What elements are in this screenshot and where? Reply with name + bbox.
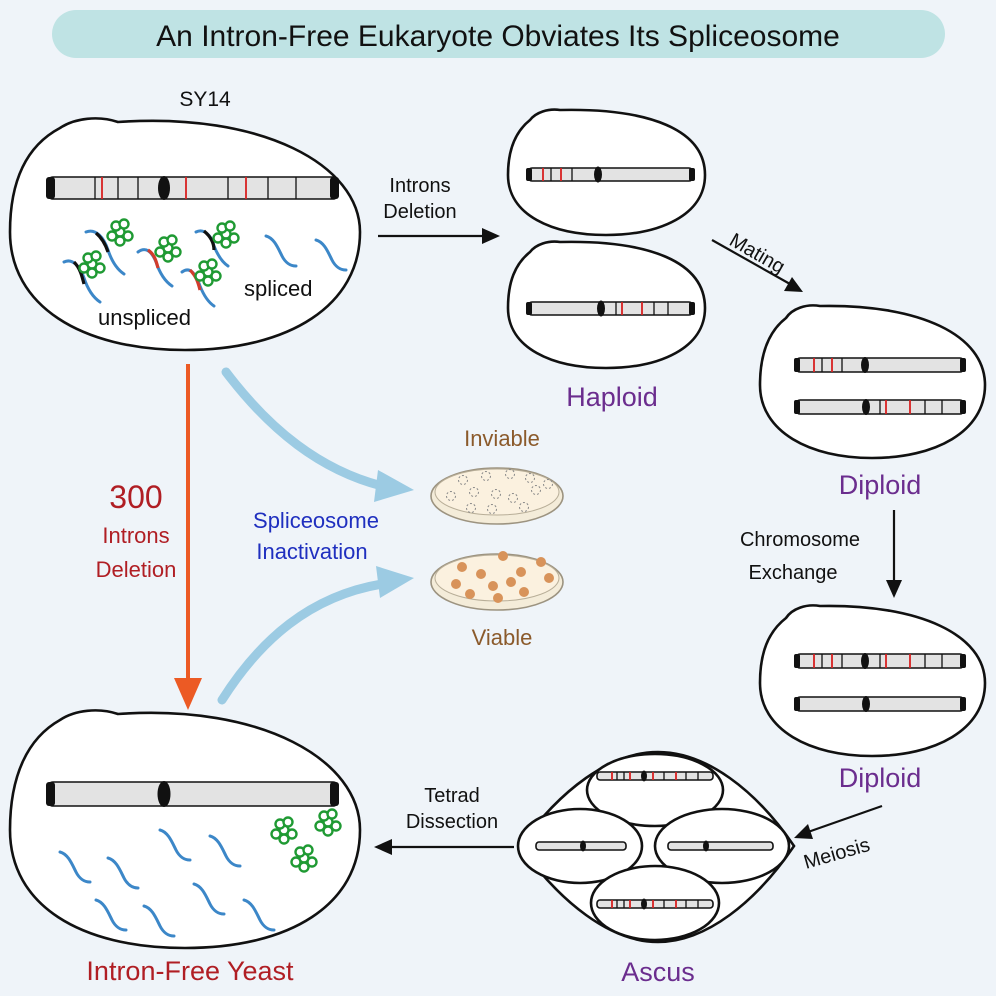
spliceosome-icon <box>106 218 134 247</box>
unspliced-rna-1 <box>84 218 134 276</box>
spliceosome-icon <box>290 844 318 873</box>
introns-deletion-line1: Introns <box>389 175 450 197</box>
spliced-rna <box>106 856 140 890</box>
diploid-cell-2 <box>758 604 987 758</box>
arrow-head-icon <box>784 277 803 292</box>
diploid-label-2: Diploid <box>839 763 922 793</box>
bulk-deletion-line1: Introns <box>102 523 169 548</box>
spliceosome-inactivation-line2: Inactivation <box>256 539 367 564</box>
haploid-chromosome-2 <box>526 300 695 317</box>
spliceosome-icon <box>194 258 222 287</box>
spliced-rna <box>192 882 226 916</box>
spliceosome-icon <box>270 816 298 845</box>
introns-deletion-line2: Deletion <box>383 201 456 223</box>
meiosis-step: Meiosis <box>794 804 883 874</box>
spliced-rna <box>208 834 242 868</box>
viable-label: Viable <box>472 625 533 650</box>
introns-deletion-step: Introns Deletion <box>378 175 500 244</box>
haploid-label: Haploid <box>566 382 658 412</box>
spliceosome-icon <box>314 808 342 837</box>
intron-count: 300 <box>109 479 162 515</box>
sy14-chromosome <box>46 176 339 200</box>
chromosome-exchange-line1: Chromosome <box>740 529 860 551</box>
unspliced-rna-2 <box>136 234 182 288</box>
inviable-plate <box>430 467 564 525</box>
haploid-chromosome-1 <box>526 166 695 183</box>
dead-colonies <box>446 469 553 514</box>
intron-free-chromosome <box>46 781 339 807</box>
diploid-1-chromosome-b <box>794 399 966 415</box>
tetrad-dissection-line2: Dissection <box>406 811 498 833</box>
arrow-head-icon <box>376 566 414 598</box>
sy14-cell: unspliced spliced <box>8 117 362 352</box>
bulk-deletion-line2: Deletion <box>96 557 177 582</box>
unspliced-rna-3 <box>194 220 240 268</box>
intron-free-yeast-cell <box>8 709 362 950</box>
arrow-head-icon <box>374 470 414 502</box>
diploid-1-chromosome-a <box>794 357 966 373</box>
living-colonies <box>451 551 554 603</box>
spliceosome-icon <box>78 250 106 279</box>
spliced-rna <box>158 828 192 862</box>
spliceosome-icon <box>212 220 240 249</box>
title-banner: An Intron-Free Eukaryote Obviates Its Sp… <box>52 10 945 58</box>
spliced-rna <box>94 898 128 932</box>
chromosome-exchange-line2: Exchange <box>749 562 838 584</box>
unspliced-rna-4 <box>62 250 106 304</box>
ascus <box>516 750 796 944</box>
haploid-cell-bottom <box>506 240 707 370</box>
mating-step: Mating <box>711 229 803 292</box>
unspliced-rna-5 <box>180 258 222 308</box>
diploid-label-1: Diploid <box>839 470 922 500</box>
arrow-head-icon <box>174 678 202 710</box>
chromosome-exchange-step: Chromosome Exchange <box>740 510 902 598</box>
unspliced-label: unspliced <box>98 305 191 330</box>
spliced-rna <box>264 234 298 268</box>
arrow-head-icon <box>374 839 392 855</box>
spore-chromosome <box>596 898 714 910</box>
strain-label: SY14 <box>179 88 231 111</box>
inviable-label: Inviable <box>464 426 540 451</box>
spore-chromosome <box>596 770 714 782</box>
spliced-rna <box>242 898 276 932</box>
arrow-head-icon <box>886 580 902 598</box>
diploid-2-chromosome-b <box>794 696 966 712</box>
tetrad-dissection-step: Tetrad Dissection <box>374 785 514 855</box>
spliced-rna <box>142 904 176 938</box>
spliceosome-inactivation-step: Spliceosome Inactivation <box>217 367 414 705</box>
diploid-2-chromosome-a <box>794 653 966 669</box>
viable-plate <box>430 551 564 611</box>
spliced-rna <box>314 238 348 272</box>
tetrad-dissection-line1: Tetrad <box>424 785 480 807</box>
page-title: An Intron-Free Eukaryote Obviates Its Sp… <box>156 20 840 53</box>
arrow-head-icon <box>794 824 813 839</box>
meiosis-label: Meiosis <box>801 834 872 874</box>
haploid-cell-top <box>506 108 707 237</box>
ascus-label: Ascus <box>621 957 695 987</box>
diploid-cell-1 <box>758 304 987 460</box>
spore-chromosome <box>535 840 627 852</box>
bulk-deletion-step: 300 Introns Deletion <box>96 364 202 710</box>
intron-free-yeast-label: Intron-Free Yeast <box>86 956 294 986</box>
spliced-rna <box>58 850 92 884</box>
spliced-label: spliced <box>244 276 312 301</box>
spliceosome-icon <box>154 234 182 263</box>
spore-chromosome <box>667 840 774 852</box>
arrow-head-icon <box>482 228 500 244</box>
spliceosome-inactivation-line1: Spliceosome <box>253 508 379 533</box>
